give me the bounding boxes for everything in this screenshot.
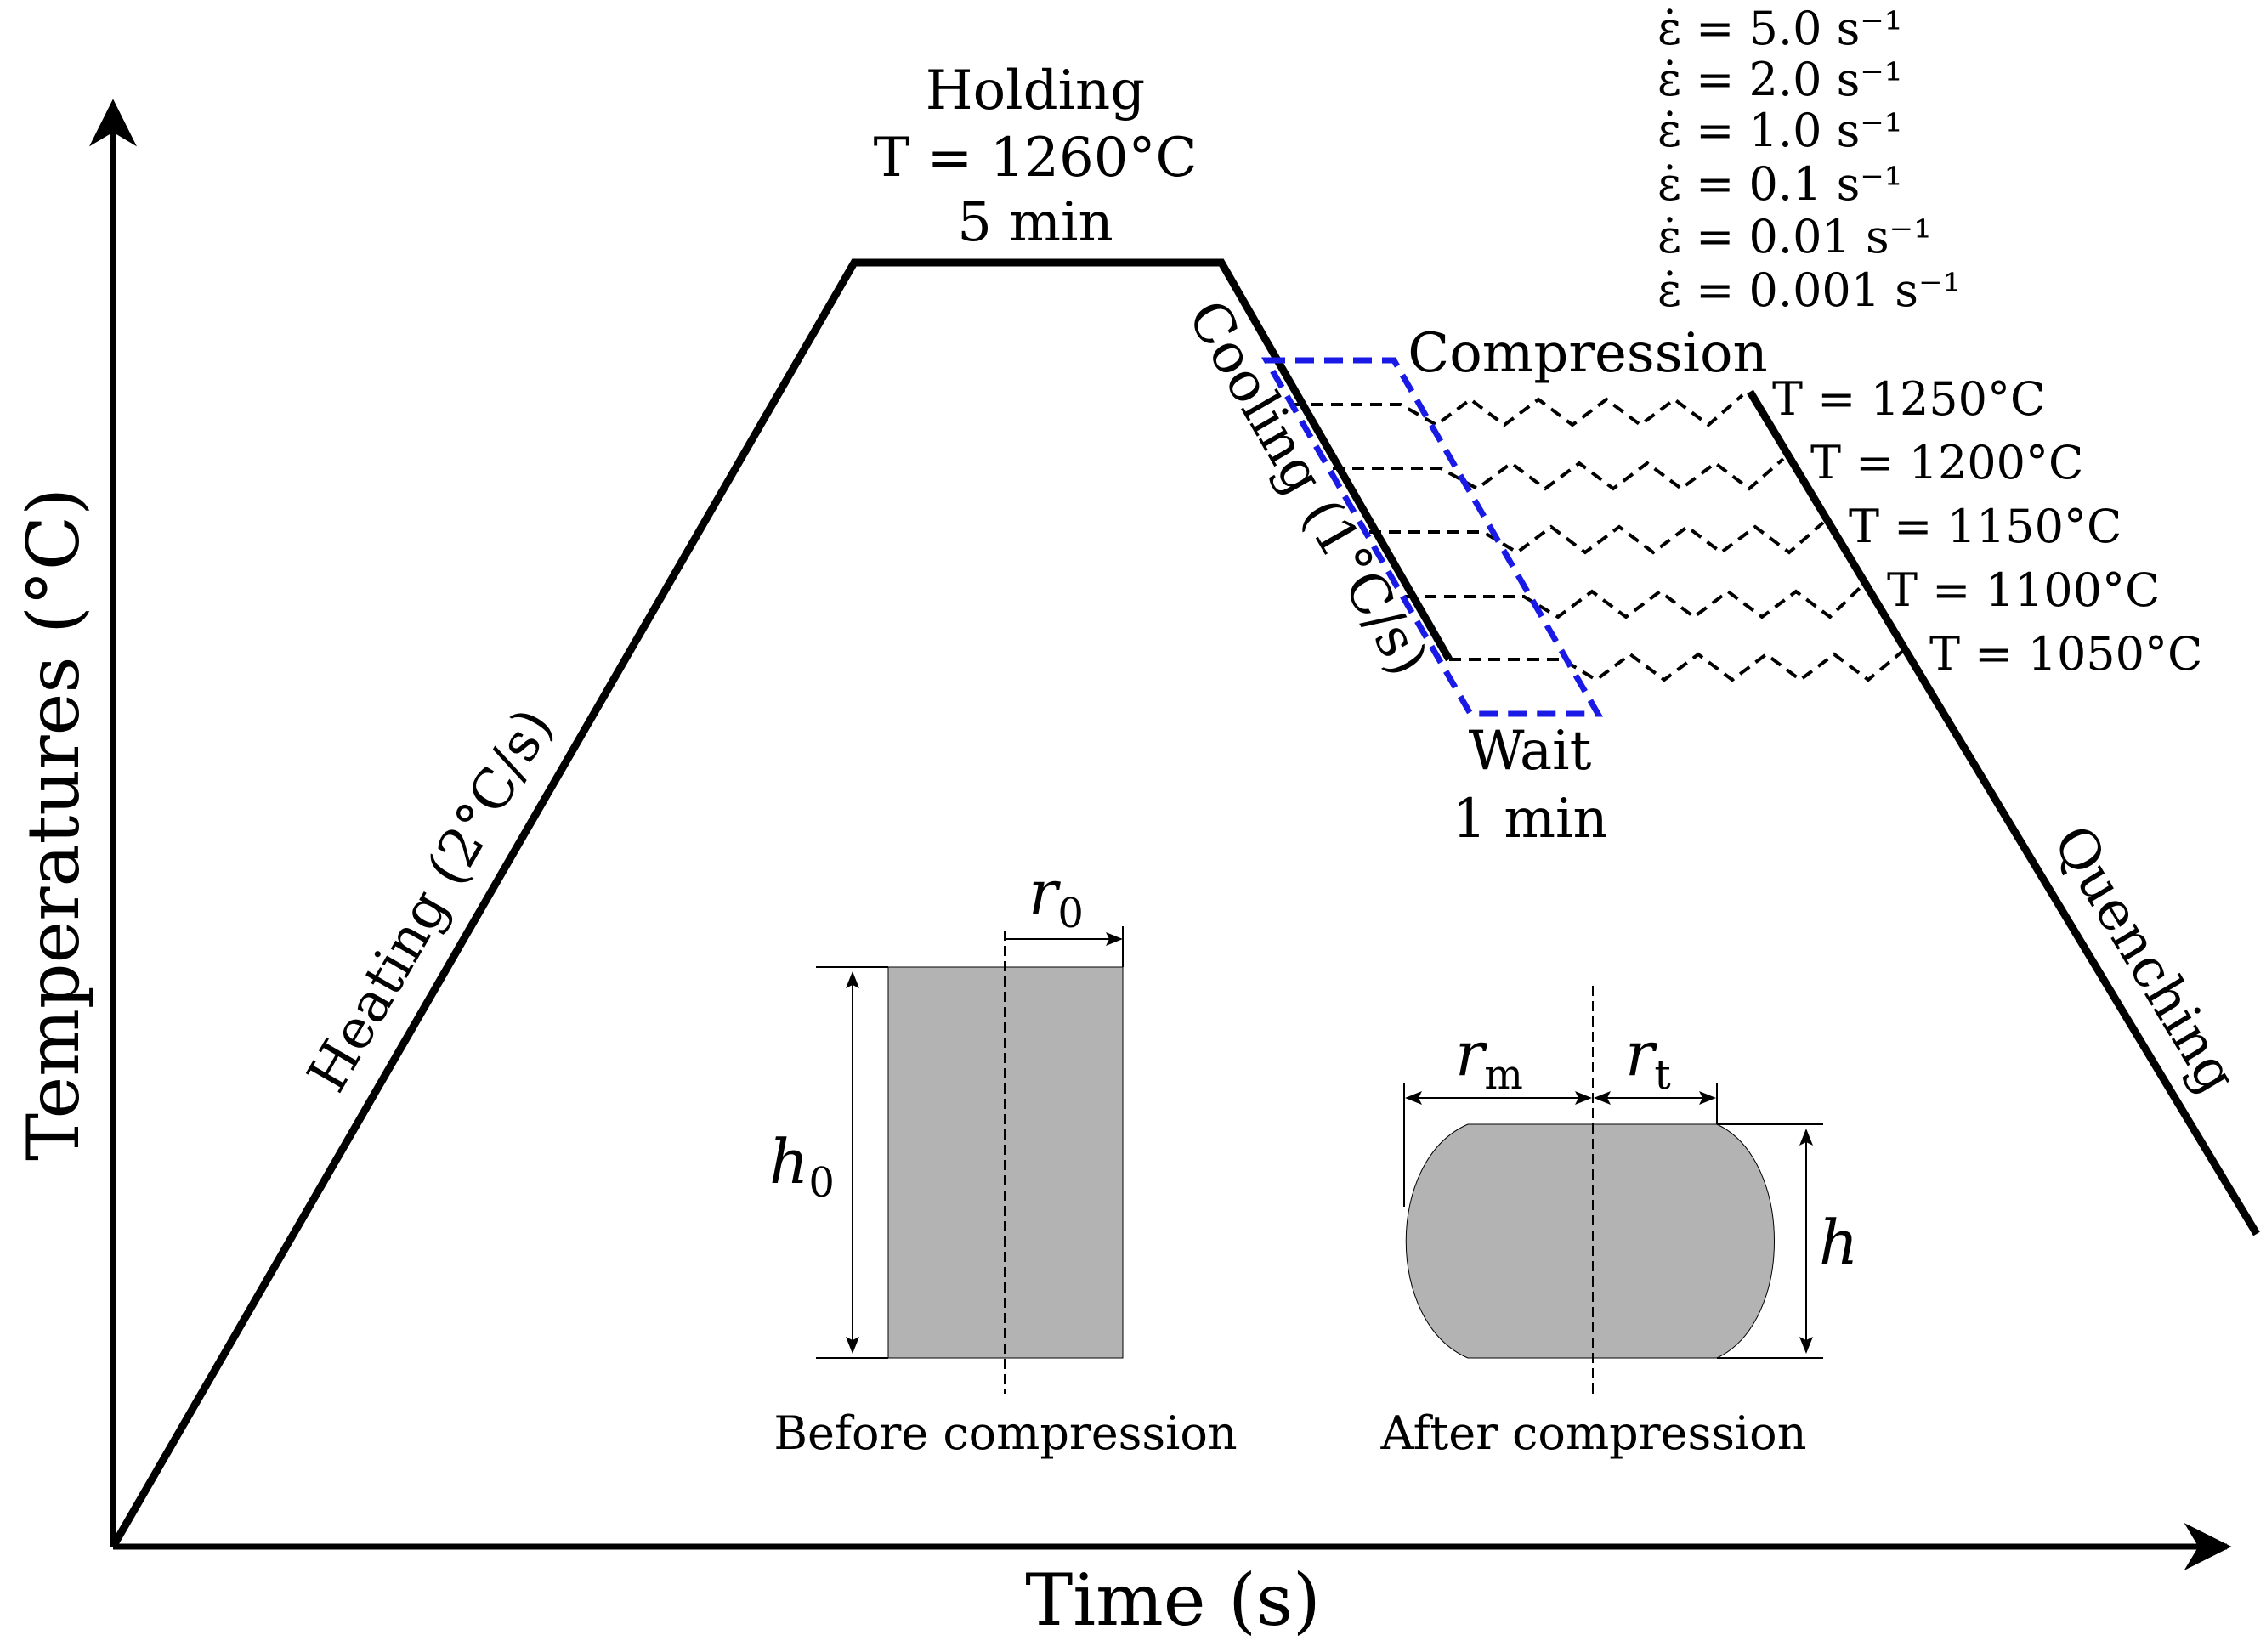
rm-label: rm [1455,1018,1523,1099]
wait-duration: 1 min [1452,788,1607,851]
before-compression-caption: Before compression [773,1406,1237,1460]
heating-label: Heating (2°C/s) [296,699,565,1103]
test-temperature-label: T = 1250°C [1772,372,2045,426]
test-path-1200 [1333,457,1785,491]
specimen-after: rm rt h After compression [1380,986,1858,1460]
test-temperature-label: T = 1150°C [1849,500,2122,553]
holding-title: Holding [926,59,1145,122]
quenching-label: Quenching [2041,815,2249,1104]
cooling-label: Cooling (1°C/s) [1175,290,1440,686]
h-label: h [1819,1207,1858,1278]
wait-label: Wait [1469,720,1592,783]
strain-rate-label: ε̇ = 1.0 s⁻¹ [1657,104,1902,157]
wait-region-box [1260,357,1604,717]
test-temperature-label: T = 1050°C [1929,627,2202,681]
holding-duration: 5 min [957,191,1113,254]
test-temperature-label: T = 1200°C [1810,436,2083,489]
compression-label: Compression [1408,322,1768,385]
test-path-1050 [1449,648,1906,682]
test-temperature-label: T = 1100°C [1887,563,2160,617]
temperature-profile [110,258,1453,1549]
strain-rate-label: ε̇ = 2.0 s⁻¹ [1657,53,1902,106]
rt-label: rt [1625,1018,1671,1099]
holding-temperature: T = 1260°C [874,127,1198,190]
strain-rate-label: ε̇ = 0.1 s⁻¹ [1657,157,1902,211]
test-path-1150 [1369,521,1825,555]
h0-label: h0 [769,1126,835,1207]
r0-label: r0 [1028,857,1084,937]
test-path-1250 [1292,393,1744,427]
test-paths [1292,393,1906,682]
test-temperature-labels: T = 1250°C T = 1200°C T = 1150°C T = 110… [1772,372,2202,681]
x-axis-label: Time (s) [1025,1559,1321,1642]
strain-rate-label: ε̇ = 0.01 s⁻¹ [1657,210,1932,263]
y-axis-label: Temperatures (°C) [12,488,95,1161]
specimen-before: r0 h0 Before compression [769,857,1238,1460]
quenching-line [1747,389,2260,1236]
strain-rate-label: ε̇ = 5.0 s⁻¹ [1657,2,1902,55]
after-compression-caption: After compression [1380,1406,1807,1460]
test-path-1100 [1405,585,1863,620]
strain-rate-label: ε̇ = 0.001 s⁻¹ [1657,263,1961,317]
strain-rate-list: ε̇ = 5.0 s⁻¹ ε̇ = 2.0 s⁻¹ ε̇ = 1.0 s⁻¹ ε… [1657,2,1961,317]
specimen-after-shape [1405,1123,1775,1359]
